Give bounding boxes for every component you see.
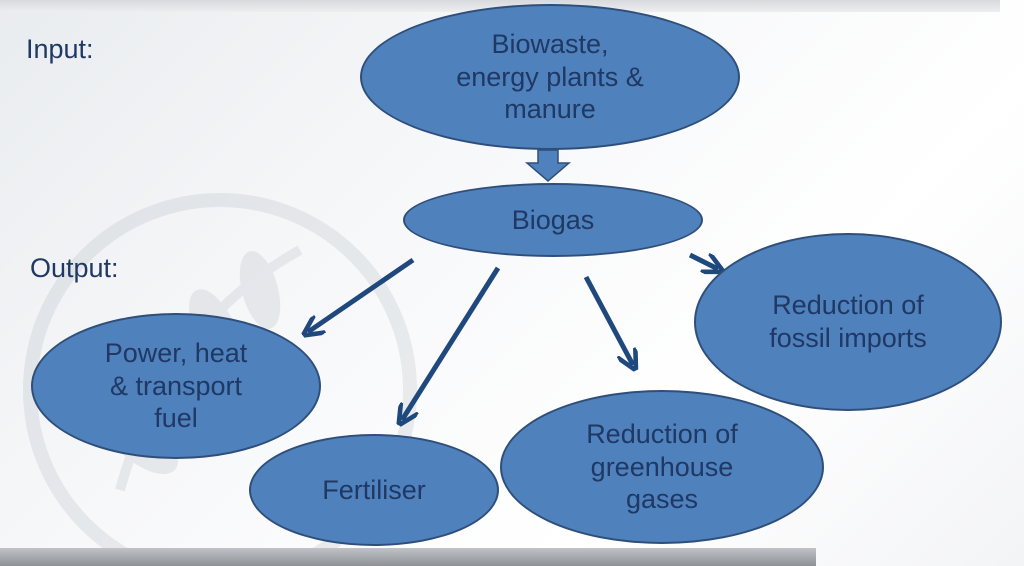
bottom-band: [0, 548, 816, 566]
fossil-imports-node: Reduction of fossil imports: [694, 233, 1002, 411]
power-heat-fuel-node: Power, heat & transport fuel: [31, 313, 321, 459]
biogas-node: Biogas: [403, 183, 703, 257]
output-label: Output:: [30, 253, 119, 283]
input-node: Biowaste, energy plants & manure: [360, 4, 740, 150]
fertiliser-node: Fertiliser: [249, 434, 499, 546]
input-label: Input:: [26, 34, 94, 64]
greenhouse-gases-node: Reduction of greenhouse gases: [500, 390, 824, 544]
